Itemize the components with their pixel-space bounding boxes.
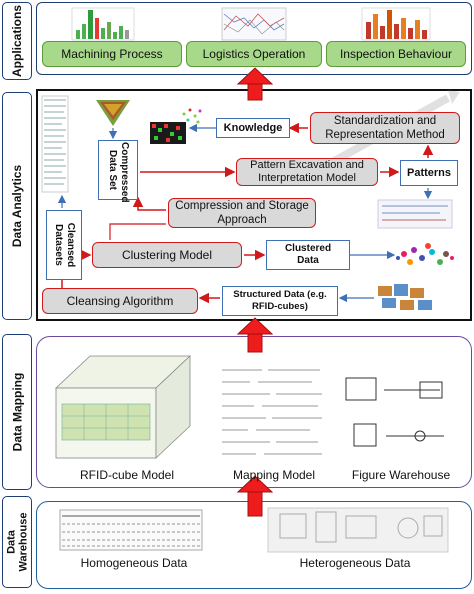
pattern-excavation-box: Pattern Excavation and Interpretation Mo… [236, 158, 378, 186]
heatmap-thumbnail [150, 122, 186, 144]
figure-warehouse-thumbnail [345, 377, 444, 447]
compression-storage-box: Compression and Storage Approach [168, 198, 316, 228]
clustered-data-box: Clustered Data [266, 240, 350, 270]
layer-label-mapping: Data Mapping [2, 334, 32, 490]
structured-data-box: Structured Data (e.g. RFID-cubes) [222, 286, 338, 316]
inspection-chart-thumbnail [361, 7, 431, 41]
layer-label-analytics: Data Analytics [2, 92, 32, 320]
logistics-chart-thumbnail [221, 7, 287, 41]
layer-label-applications: Applications [2, 2, 32, 80]
app-logistics-operation: Logistics Operation [186, 41, 322, 67]
app-machining-process: Machining Process [42, 41, 182, 67]
patterns-box: Patterns [400, 160, 458, 186]
compression-funnel-thumbnail [96, 100, 130, 126]
arrow-mapping-to-analytics [236, 317, 274, 353]
cleansing-algorithm-box: Cleansing Algorithm [42, 288, 198, 314]
machining-chart-thumbnail [71, 7, 135, 41]
mapping-model-caption: Mapping Model [232, 468, 316, 482]
homogeneous-data-caption: Homogeneous Data [80, 556, 188, 570]
dots-thumbnail [182, 108, 202, 124]
standardization-box: Standardization and Representation Metho… [310, 112, 460, 144]
mapping-model-thumbnail [222, 369, 322, 455]
homogeneous-table-thumbnail [59, 509, 203, 551]
figure-warehouse-caption: Figure Warehouse [351, 468, 451, 482]
heterogeneous-sheet-thumbnail [267, 507, 449, 553]
rfid-cube-model-caption: RFID-cube Model [79, 468, 175, 482]
rfid-cube-thumbnail [54, 355, 192, 459]
cluster-plot-thumbnail [396, 243, 454, 265]
layer-label-warehouse: Data Warehouse [2, 496, 32, 588]
arrow-warehouse-to-mapping [236, 475, 274, 517]
arrow-analytics-to-applications [236, 67, 274, 101]
clustering-model-box: Clustering Model [92, 242, 242, 268]
pattern-chart-thumbnail [377, 199, 453, 229]
dataset-table-thumbnail [41, 95, 69, 193]
knowledge-box: Knowledge [216, 118, 290, 138]
compressed-data-set-label: Compressed Data Set [107, 142, 130, 203]
app-inspection-behaviour: Inspection Behaviour [326, 41, 466, 67]
compressed-data-set-box: Compressed Data Set [98, 140, 138, 203]
cube-stack-thumbnail [378, 284, 432, 310]
cleansed-datasets-label: Cleansed Datasets [53, 222, 76, 268]
heterogeneous-data-caption: Heterogeneous Data [299, 556, 411, 570]
cleansed-datasets-box: Cleansed Datasets [46, 210, 82, 280]
